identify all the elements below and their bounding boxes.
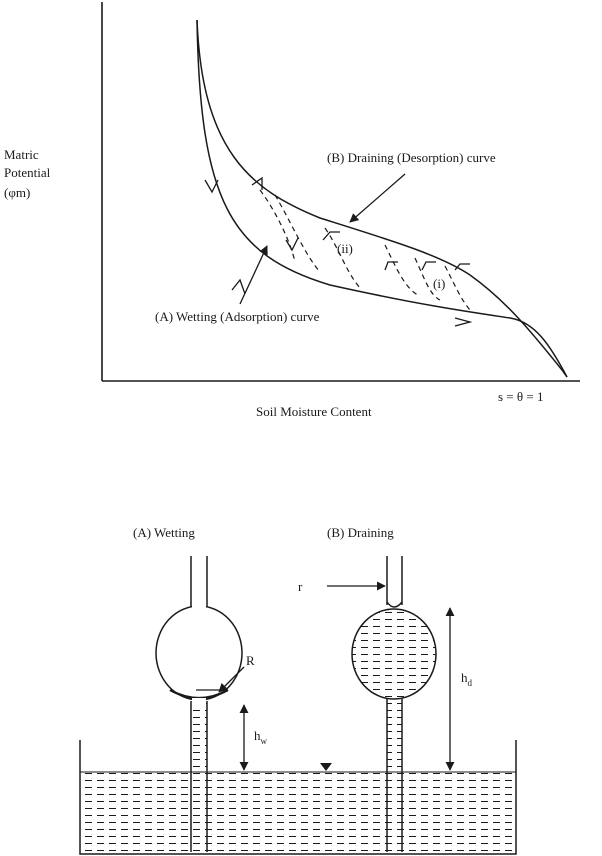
height-wetting-label: hw <box>254 728 268 746</box>
radius-small-label: r <box>298 579 303 594</box>
y-axis-label-line2: Potential <box>4 165 51 180</box>
hysteresis-chart: Matric Potential (φm) Soil Moisture Cont… <box>4 2 580 419</box>
wetting-curve-label: (A) Wetting (Adsorption) curve <box>155 309 320 324</box>
y-axis-label-line3: (φm) <box>4 185 30 200</box>
height-draining-label: hd <box>461 670 473 688</box>
draining-pointer-arrow <box>350 174 405 222</box>
draining-curve-label: (B) Draining (Desorption) curve <box>327 150 496 165</box>
y-axis-label-line1: Matric <box>4 147 39 162</box>
water-fill <box>80 772 516 854</box>
scanning-label-ii: (ii) <box>337 241 353 256</box>
height-draining-sub: d <box>468 678 473 688</box>
capillary-diagram: (A) Wetting (B) Draining <box>80 525 516 854</box>
water-level-marker <box>320 763 332 771</box>
y-axis-label: Matric Potential (φm) <box>4 147 53 200</box>
x-end-label: s = θ = 1 <box>498 389 543 404</box>
wetting-pointer-arrow <box>240 246 267 304</box>
scanning-label-i: (i) <box>433 276 445 291</box>
wetting-pore-bulb <box>156 606 242 700</box>
draining-title: (B) Draining <box>327 525 394 540</box>
draining-pore-bulb <box>352 609 436 699</box>
x-axis-label: Soil Moisture Content <box>256 404 372 419</box>
height-wetting-sub: w <box>261 736 268 746</box>
wetting-title: (A) Wetting <box>133 525 195 540</box>
radius-large-label: R <box>246 653 255 668</box>
